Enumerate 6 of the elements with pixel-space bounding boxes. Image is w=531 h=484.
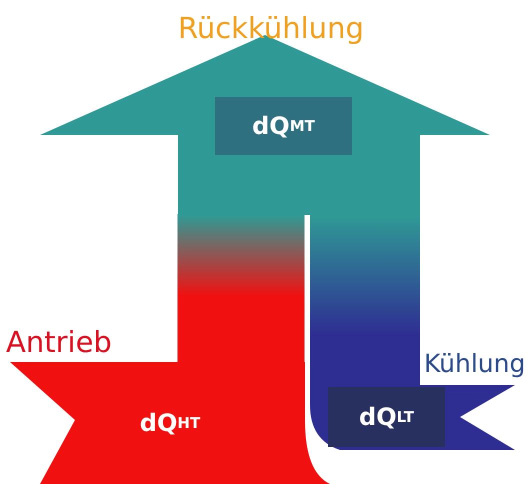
flow-heading: Kühlung	[424, 351, 526, 376]
flow-band	[310, 214, 420, 386]
drive-flow-shape	[10, 362, 330, 484]
flow-heading: Antrieb	[6, 328, 112, 357]
flow-heading: Rückkühlung	[178, 14, 364, 43]
flow-band	[178, 214, 304, 363]
